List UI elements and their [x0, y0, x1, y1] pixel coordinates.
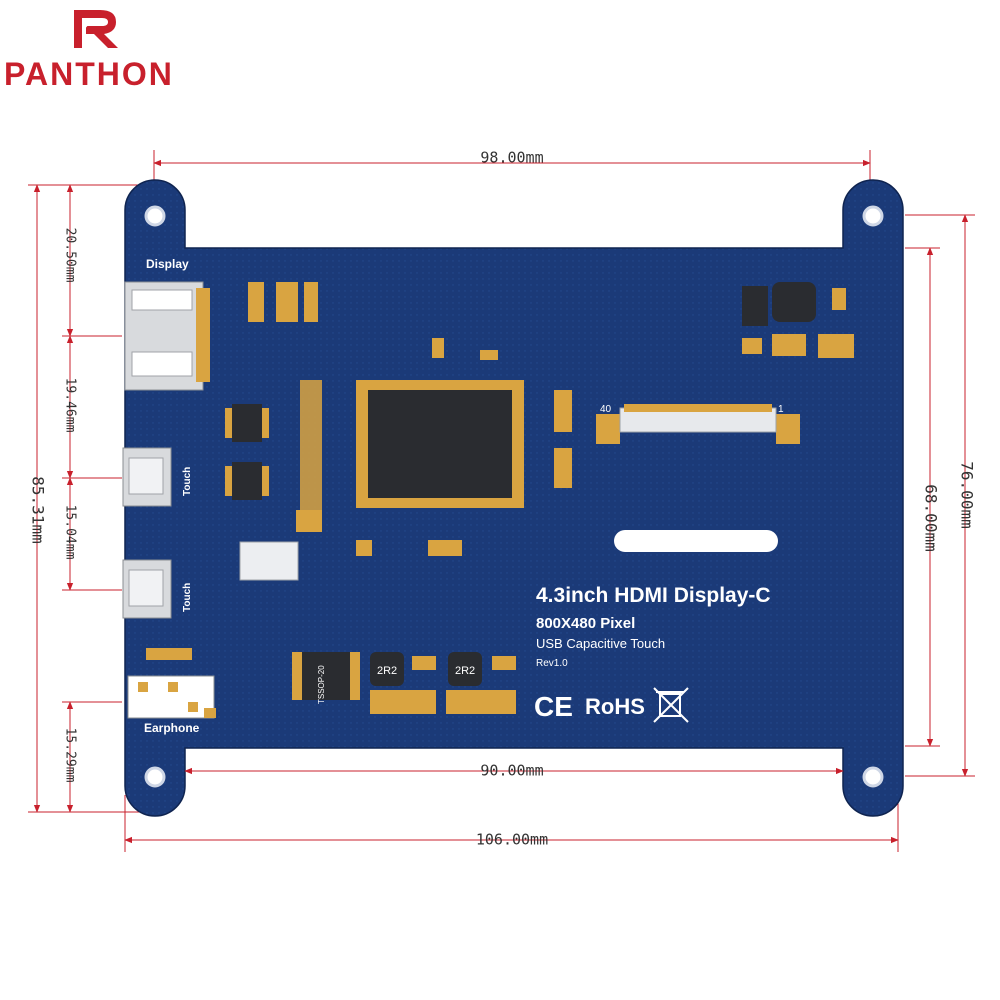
passive-components [146, 282, 854, 714]
dim-top-width-label: 98.00mm [480, 149, 543, 167]
weee-bin-icon [653, 687, 689, 723]
dim-inner-width-label: 90.00mm [480, 762, 543, 780]
board-label-revision: Rev1.0 [536, 658, 568, 669]
small-ics [225, 380, 360, 700]
switch-component [239, 541, 299, 581]
board-label-inductor-1: 2R2 [377, 665, 397, 677]
board-label-fpc-left: 40 [600, 404, 612, 415]
dim-left-total-label: 85.31mm [29, 476, 48, 543]
hdmi-connector [124, 281, 210, 391]
board-label-fpc-right: 1 [778, 404, 784, 415]
main-chip [356, 380, 524, 508]
brand-name: PANTHON [4, 56, 174, 92]
board-label-resolution: 800X480 Pixel [536, 615, 635, 632]
earphone-jack [127, 675, 216, 719]
board-labels: Display Touch Touch Earphone 40 1 4.3inc… [144, 257, 784, 735]
board-label-display: Display [146, 257, 189, 271]
board-label-touch-1: Touch [182, 467, 193, 496]
panthon-logo-icon [74, 10, 118, 48]
dim-left-seg-3-label: 15.04mm [63, 505, 78, 560]
board-label-inductor-2: 2R2 [455, 665, 475, 677]
usb-connector-1 [122, 447, 172, 507]
board-label-earphone: Earphone [144, 721, 200, 735]
inductors [370, 282, 816, 686]
board-label-title: 4.3inch HDMI Display-C [536, 584, 771, 607]
usb-connector-2 [122, 559, 172, 619]
fpc-connector [596, 404, 800, 444]
dimension-annotations: 98.00mm 90.00mm 106.00mm 76.00mm 68.00mm 85.3… [29, 149, 977, 849]
board-slot [614, 530, 778, 552]
board-label-cert-ce: CE [534, 691, 573, 722]
board-label-touch-type: USB Capacitive Touch [536, 636, 665, 651]
board-label-touch-2: Touch [182, 583, 193, 612]
board-label-cert-rohs: RoHS [585, 694, 645, 719]
dim-right-inner-label: 68.00mm [922, 484, 941, 551]
board-label-ic-marking: TSSOP-20 [317, 665, 326, 704]
dim-left-seg-1-label: 20.50mm [63, 228, 78, 283]
dim-left-seg-4-label: 15.29mm [63, 728, 78, 783]
dim-left-seg-2-label: 19.46mm [63, 378, 78, 433]
dim-right-outer-label: 76.00mm [958, 461, 977, 528]
dim-total-width-label: 106.00mm [476, 831, 548, 849]
